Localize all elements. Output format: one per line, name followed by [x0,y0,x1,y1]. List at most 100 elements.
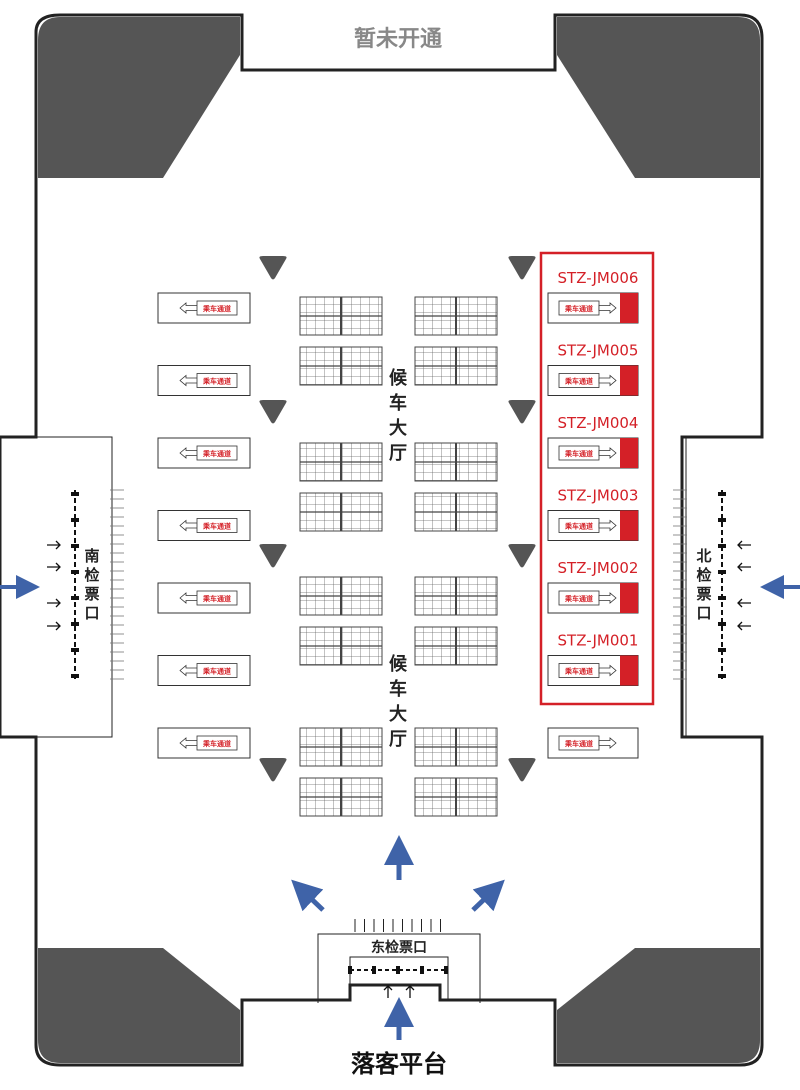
arrow-right-icon [598,664,617,677]
highlight-marker [620,365,638,396]
corner-block-bottom-right [557,948,760,1063]
boarding-label: 乘车通道 [202,667,231,676]
hall-upper-char-2: 车 [389,392,407,414]
arrow-right-icon [598,592,617,604]
seat-block [414,727,498,767]
south-checkin-label: 南 检 票 口 [84,547,99,622]
arrow-right-icon [598,737,617,749]
boarding-gate: 乘车通道 [157,292,251,324]
north-walk-arrows [737,540,751,631]
hall-label-upper: 候 车 大 厅 [389,367,408,464]
bottom-label: 落客平台 [351,1050,447,1078]
boarding-label: 乘车通道 [202,377,231,386]
north-char-2: 检 [696,566,711,584]
building-outline [0,13,764,1067]
south-char-1: 南 [84,547,99,565]
blue-arrow-icon [471,879,505,912]
highlight-marker [620,655,638,686]
boarding-label: 乘车通道 [202,449,231,458]
black-arrow-icon [383,985,393,998]
highlight-marker [620,438,638,468]
north-char-3: 票 [696,585,711,603]
column-marker-icon [259,758,287,782]
seat-block [414,777,498,817]
hall-lower-char-4: 厅 [389,729,407,750]
south-char-3: 票 [84,585,99,603]
highlight-marker [620,293,638,323]
boarding-gate-stz-jm005: STZ-JM005 乘车通道 [547,342,639,396]
north-char-4: 口 [696,604,711,622]
north-wing-lines [685,436,762,738]
north-checkin-label: 北 检 票 口 [696,547,711,622]
boarding-label: 乘车通道 [202,739,231,748]
black-arrow-icon [737,621,751,631]
corner-block-top-right [557,17,760,178]
hall-upper-char-4: 厅 [389,443,407,464]
gate-code: STZ-JM005 [558,342,639,360]
seat-block [299,296,383,336]
hall-lower-char-3: 大 [389,703,407,725]
seat-block [414,626,498,666]
seat-block [414,346,498,386]
boarding-label: 乘车通道 [202,594,231,603]
seating-blocks [299,296,498,817]
boarding-label: 乘车通道 [564,449,593,458]
column-markers [259,256,536,782]
column-marker-icon [508,256,536,280]
blue-arrow-icon [291,879,325,912]
column-marker-icon [259,400,287,424]
boarding-gate: 乘车通道 [157,727,251,759]
seat-block [299,442,383,482]
black-arrow-icon [737,540,751,550]
boarding-label: 乘车通道 [564,522,593,531]
seat-block [299,346,383,386]
top-label: 暂未开通 [354,26,442,52]
seat-block [299,492,383,532]
south-char-2: 检 [84,566,99,584]
corner-block-top-left [38,17,240,178]
column-marker-icon [508,758,536,782]
boarding-gate: 乘车通道 [157,437,251,469]
east-checkin-label: 东检票口 [371,939,427,956]
boarding-gate-stz-jm004: STZ-JM004 乘车通道 [547,414,639,469]
south-wing-lines [36,436,113,738]
black-arrow-icon [47,540,61,550]
black-arrow-icon [47,621,61,631]
boarding-gate: 乘车通道 [157,365,251,396]
column-marker-icon [259,256,287,280]
boarding-gate: 乘车通道 [157,582,251,614]
hall-label-lower: 候 车 大 厅 [389,653,408,750]
boarding-label: 乘车通道 [564,594,593,603]
seat-block [414,576,498,616]
boarding-label: 乘车通道 [564,739,593,748]
gate-code: STZ-JM001 [558,632,639,650]
hall-upper-char-3: 大 [389,417,407,439]
seat-block [414,492,498,532]
gate-code: STZ-JM003 [558,487,639,505]
boarding-label: 乘车通道 [564,377,593,386]
highlight-marker [620,583,638,613]
seat-block [299,626,383,666]
gate-code: STZ-JM004 [558,414,639,432]
boarding-gate-stz-jm003: STZ-JM003 乘车通道 [547,487,639,541]
north-char-1: 北 [696,547,711,565]
seat-block [299,777,383,817]
boarding-label: 乘车通道 [202,522,231,531]
south-walk-arrows [47,540,61,631]
hall-upper-char-1: 候 [389,367,408,389]
seat-block [414,296,498,336]
black-arrow-icon [737,598,751,608]
right-boarding-gates: STZ-JM006乘车通道STZ-JM005乘车通道STZ-JM004乘车通道S… [547,269,639,759]
boarding-label: 乘车通道 [564,304,593,313]
arrow-right-icon [598,519,617,532]
column-marker-icon [259,544,287,568]
side-turnstiles [71,489,726,682]
seat-block [299,576,383,616]
boarding-gate-plain: 乘车通道 [547,727,639,759]
black-arrow-icon [47,562,61,572]
